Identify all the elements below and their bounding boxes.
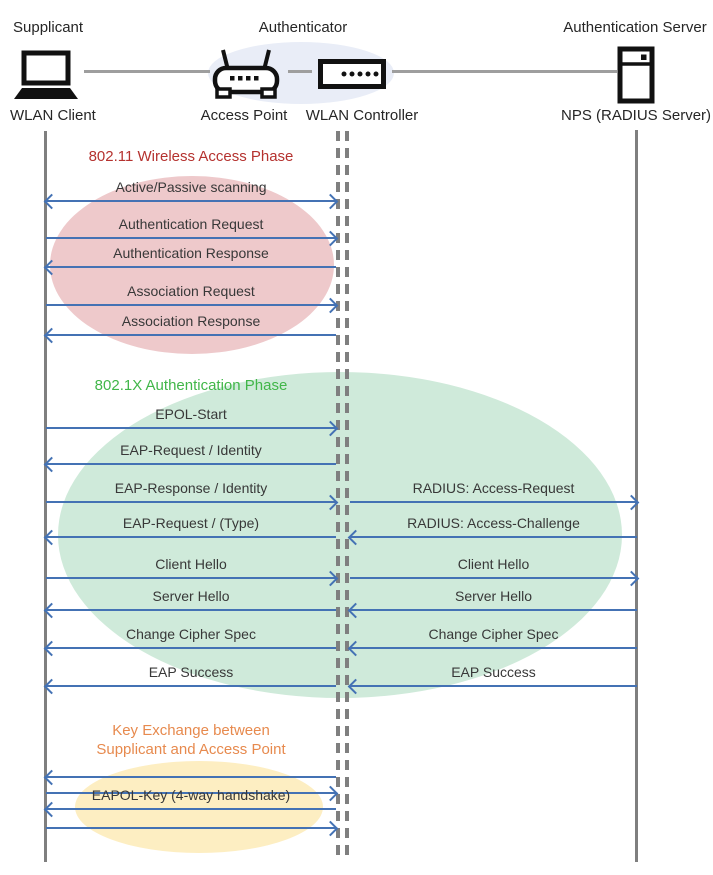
device-nps-radius-server-label: NPS (RADIUS Server)	[561, 107, 712, 124]
phase3-title: Key Exchange between Supplicant and Acce…	[45, 721, 337, 759]
arrow-line	[350, 501, 637, 503]
server-icon	[617, 46, 655, 104]
arrow-line	[46, 685, 336, 687]
connector-client-ap	[84, 70, 210, 73]
device-access-point-label: Access Point	[200, 107, 288, 124]
authenticator-lifeline-left	[336, 131, 340, 858]
phase2-title: 802.1X Authentication Phase	[94, 377, 288, 394]
device-wlan-controller-label: WLAN Controller	[305, 107, 419, 124]
arrow-line	[46, 776, 336, 778]
arrow-line	[46, 577, 336, 579]
arrow-line	[350, 609, 637, 611]
message-label: EAP Success	[148, 664, 234, 680]
arrow-line	[350, 647, 637, 649]
message-label: Association Response	[121, 313, 261, 329]
arrow-line	[46, 609, 336, 611]
arrow-line	[46, 647, 336, 649]
message-label: Client Hello	[155, 556, 227, 572]
role-supplicant-label: Supplicant	[13, 19, 84, 36]
message-label: Client Hello	[457, 556, 530, 572]
arrow-line	[46, 334, 336, 336]
authenticator-lifeline-right	[345, 131, 349, 858]
arrow-line	[350, 685, 637, 687]
role-authenticator-label: Authenticator	[258, 19, 348, 36]
arrow-line	[46, 827, 336, 829]
phase2-ellipse	[58, 372, 622, 698]
wlan-controller-icon	[318, 59, 386, 89]
message-label: Association Request	[127, 283, 255, 299]
server-lifeline	[635, 130, 638, 862]
connector-ap-controller	[288, 70, 312, 73]
arrow-line	[350, 536, 637, 538]
arrow-line	[46, 463, 336, 465]
message-label: RADIUS: Access-Request	[412, 480, 575, 496]
phase3-title-line1: Key Exchange between	[112, 722, 270, 739]
arrow-line	[46, 501, 336, 503]
message-label: Server Hello	[454, 588, 533, 604]
phase1-title: 802.11 Wireless Access Phase	[88, 148, 294, 165]
message-label: Active/Passive scanning	[115, 179, 267, 195]
arrow-line	[46, 304, 336, 306]
arrow-line	[46, 536, 336, 538]
connector-controller-server	[392, 70, 617, 73]
device-wlan-client-label: WLAN Client	[10, 107, 96, 124]
message-label: Change Cipher Spec	[126, 626, 256, 642]
message-label: RADIUS: Access-Challenge	[407, 515, 580, 531]
message-label: EAP-Request / Identity	[120, 442, 262, 458]
supplicant-lifeline	[44, 131, 47, 862]
message-label: EAP Success	[451, 664, 536, 680]
access-point-icon	[212, 49, 280, 99]
message-label: EAP-Response / Identity	[114, 480, 268, 496]
role-authentication-server-label: Authentication Server	[563, 19, 707, 36]
arrow-line	[46, 237, 336, 239]
message-label: EAPOL-Key (4-way handshake)	[91, 787, 291, 803]
arrow-line	[46, 808, 336, 810]
phase1-ellipse	[50, 176, 334, 354]
message-label: EPOL-Start	[155, 406, 227, 422]
message-label: Authentication Request	[118, 216, 264, 232]
message-label: Authentication Response	[113, 245, 269, 261]
laptop-icon	[14, 50, 78, 99]
message-label: Server Hello	[152, 588, 230, 604]
arrow-line	[350, 577, 637, 579]
phase3-title-line2: Supplicant and Access Point	[96, 741, 286, 758]
message-label: Change Cipher Spec	[428, 626, 559, 642]
arrow-line	[46, 266, 336, 268]
message-label: EAP-Request / (Type)	[122, 515, 260, 531]
arrow-line	[46, 427, 336, 429]
arrow-line	[46, 200, 336, 202]
arrow-line	[46, 792, 336, 794]
